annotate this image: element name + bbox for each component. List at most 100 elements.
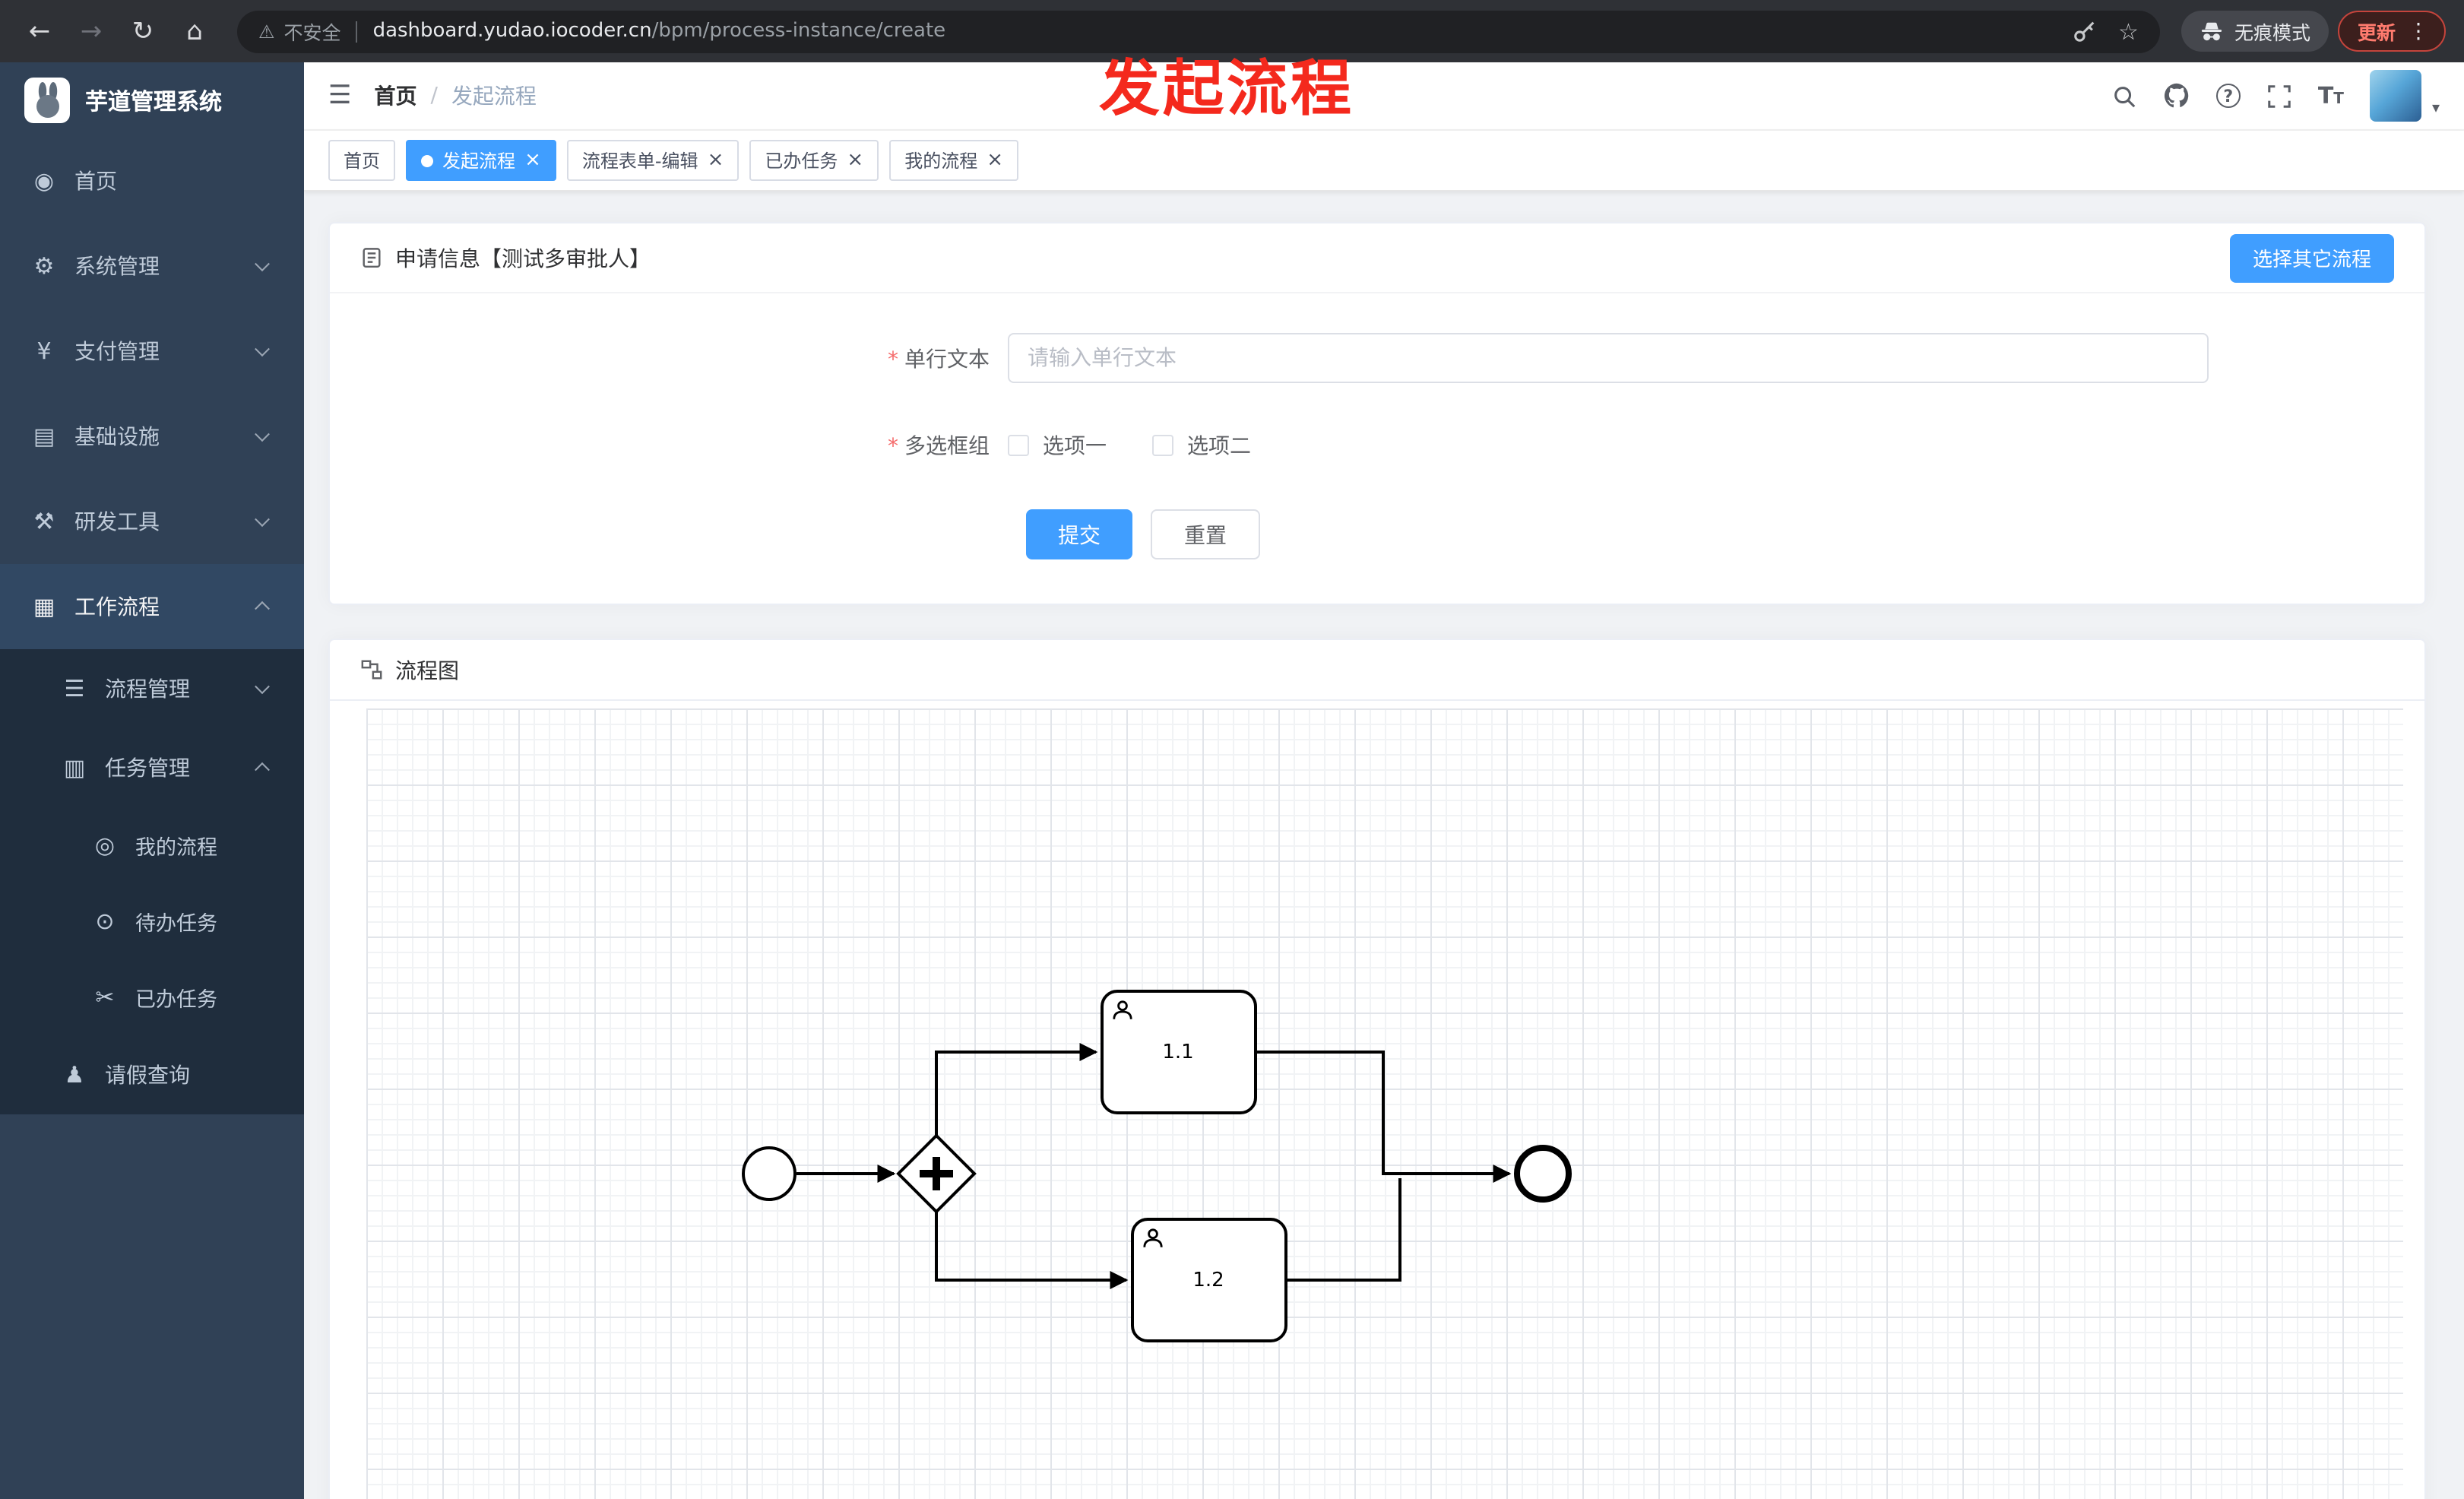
dashboard-icon: ◉ (33, 167, 55, 195)
github-icon[interactable] (2163, 82, 2190, 109)
chevron-down-icon (255, 256, 270, 272)
active-dot-icon (421, 154, 434, 166)
text-field-label: *单行文本 (330, 343, 1008, 373)
reload-icon[interactable]: ↻ (131, 16, 154, 46)
close-icon[interactable]: × (987, 149, 1004, 172)
tools-icon: ⚒ (33, 508, 55, 535)
sidebar-item-task-management[interactable]: ▥ 任务管理 (0, 728, 304, 807)
chevron-down-icon (255, 341, 270, 357)
sidebar-item-label: 流程管理 (105, 678, 190, 702)
process-form: *单行文本 *多选框组 选项一 选项二 (330, 293, 2424, 559)
collapse-sidebar-icon[interactable]: ☰ (328, 81, 352, 111)
fullscreen-icon[interactable] (2266, 83, 2292, 109)
tab-done-tasks[interactable]: 已办任务 × (749, 140, 879, 181)
back-icon[interactable]: ← (28, 16, 51, 46)
update-label: 更新 (2357, 21, 2396, 44)
forward-icon[interactable]: → (80, 16, 103, 46)
star-icon[interactable]: ☆ (2118, 17, 2139, 45)
incognito-badge[interactable]: 无痕模式 (2181, 11, 2329, 52)
user-task-1-1[interactable]: 1.1 (1101, 990, 1257, 1114)
apply-info-header: 申请信息【测试多审批人】 选择其它流程 (330, 223, 2424, 293)
sidebar-item-payment[interactable]: ¥ 支付管理 (0, 309, 304, 394)
sidebar-item-system[interactable]: ⚙ 系统管理 (0, 223, 304, 309)
sidebar-item-label: 任务管理 (105, 757, 190, 781)
sidebar-item-todo-tasks[interactable]: ⊙ 待办任务 (0, 883, 304, 959)
sidebar: 芋道管理系统 ◉ 首页 ⚙ 系统管理 ¥ 支付管理 ▤ 基础设施 (0, 62, 304, 1499)
bpmn-canvas[interactable]: 1.1 1.2 (366, 708, 2403, 1499)
breadcrumb: 首页 / 发起流程 (375, 81, 537, 111)
close-icon[interactable]: × (707, 149, 724, 172)
close-icon[interactable]: × (847, 149, 864, 172)
security-label[interactable]: 不安全 (283, 21, 341, 44)
avatar[interactable] (2369, 70, 2421, 122)
help-icon[interactable]: ? (2215, 84, 2241, 108)
sidebar-item-leave-query[interactable]: ♟ 请假查询 (0, 1035, 304, 1114)
sidebar-item-label: 基础设施 (74, 426, 160, 450)
sidebar-item-done-tasks[interactable]: ✂ 已办任务 (0, 959, 304, 1035)
checkbox-box[interactable] (1152, 434, 1173, 455)
app-logo-row: 芋道管理系统 (0, 62, 304, 138)
sequence-flow-task1-end (1256, 1051, 1512, 1183)
tab-label: 已办任务 (765, 151, 838, 172)
end-event[interactable] (1514, 1145, 1572, 1203)
flowchart-icon (361, 660, 382, 680)
breadcrumb-home[interactable]: 首页 (374, 85, 417, 109)
sequence-flow-gateway-task1 (935, 1043, 1098, 1136)
my-process-icon: ◎ (94, 832, 116, 859)
user-task-1-2[interactable]: 1.2 (1131, 1218, 1287, 1342)
checkbox-group-label: *多选框组 (330, 429, 1008, 460)
start-event[interactable] (742, 1146, 797, 1201)
url-text: dashboard.yudao.iocoder.cn/bpm/process-i… (373, 20, 946, 43)
checkbox-option-1[interactable]: 选项一 (1008, 429, 1107, 460)
checkbox-field-row: *多选框组 选项一 选项二 (330, 420, 2424, 470)
avatar-caret-icon[interactable]: ▾ (2431, 100, 2440, 117)
sidebar-item-label: 系统管理 (74, 255, 160, 280)
sidebar-item-workflow[interactable]: ▦ 工作流程 (0, 564, 304, 649)
chevron-up-icon (255, 601, 270, 616)
tab-form-edit[interactable]: 流程表单-编辑 × (566, 140, 740, 181)
sidebar-item-process-management[interactable]: ☰ 流程管理 (0, 649, 304, 728)
search-icon[interactable] (2111, 83, 2137, 109)
sidebar-item-label: 请假查询 (105, 1064, 190, 1089)
sidebar-item-home[interactable]: ◉ 首页 (0, 138, 304, 223)
sidebar-item-my-process[interactable]: ◎ 我的流程 (0, 807, 304, 883)
single-line-text-input[interactable] (1008, 333, 2209, 383)
submit-button[interactable]: 提交 (1026, 509, 1132, 559)
tab-label: 我的流程 (904, 151, 978, 172)
sidebar-item-devtools[interactable]: ⚒ 研发工具 (0, 479, 304, 564)
text-field-row: *单行文本 (330, 333, 2424, 383)
home-icon[interactable]: ⌂ (186, 16, 203, 46)
checkbox-box[interactable] (1008, 434, 1029, 455)
sidebar-item-label: 首页 (74, 170, 117, 195)
font-size-small: T (2333, 90, 2344, 107)
process-diagram-card: 流程图 (328, 639, 2426, 1499)
breadcrumb-current: 发起流程 (451, 85, 537, 109)
tab-my-process[interactable]: 我的流程 × (889, 140, 1019, 181)
chevron-down-icon (255, 426, 270, 442)
choose-other-process-button[interactable]: 选择其它流程 (2229, 233, 2394, 282)
eye-icon: ⊙ (95, 908, 115, 935)
checkbox-label: 选项一 (1043, 434, 1107, 458)
tab-start-process[interactable]: 发起流程 × (406, 140, 556, 181)
breadcrumb-separator: / (430, 84, 438, 108)
tasks-icon: ▥ (63, 754, 86, 781)
address-bar[interactable]: ⚠ 不安全 dashboard.yudao.iocoder.cn/bpm/pro… (237, 10, 2160, 52)
update-chip[interactable]: 更新 ⋮ (2337, 11, 2446, 52)
browser-menu-icon[interactable]: ⋮ (2408, 19, 2429, 43)
document-icon (363, 248, 381, 268)
field-label-text: 多选框组 (904, 434, 990, 458)
checkbox-label: 选项二 (1187, 434, 1251, 458)
key-icon[interactable] (2071, 18, 2097, 44)
sequence-flow-gateway-task2 (935, 1212, 1129, 1289)
close-icon[interactable]: × (524, 149, 541, 172)
sidebar-item-infrastructure[interactable]: ▤ 基础设施 (0, 394, 304, 479)
tab-home[interactable]: 首页 (328, 140, 396, 181)
omnibox-divider (356, 21, 358, 42)
bpmn-diagram: 1.1 1.2 (742, 990, 1572, 1342)
parallel-gateway[interactable] (896, 1133, 977, 1214)
reset-button[interactable]: 重置 (1151, 509, 1260, 559)
checkbox-option-2[interactable]: 选项二 (1152, 429, 1251, 460)
